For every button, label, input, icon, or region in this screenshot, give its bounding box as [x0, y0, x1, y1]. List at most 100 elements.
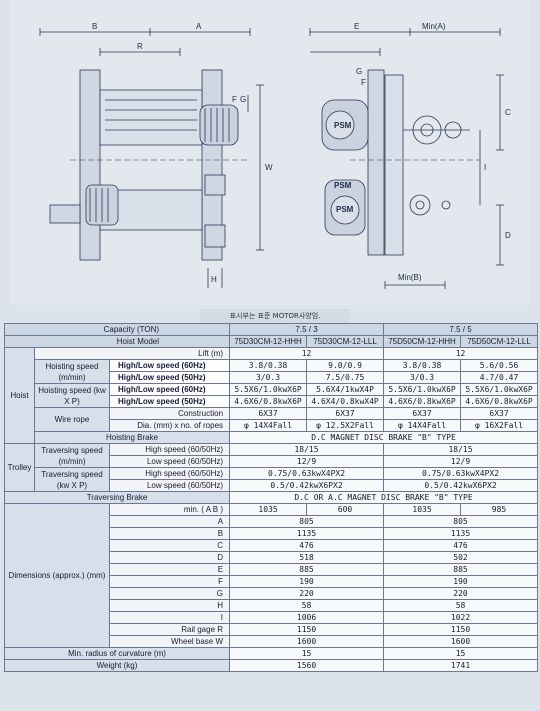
dim-label-d: D [505, 231, 511, 240]
trav-kw-cell: 0.5/0.42kwX6PX2 [383, 479, 539, 492]
capacity-7-5-5: 7.5 / 5 [383, 323, 539, 336]
dia-cell: φ 14X4Fall [383, 419, 462, 432]
motor-label-mid: PSM [334, 181, 352, 190]
standard-motor-caption: 표시부는 표준 MOTOR사양임. [200, 309, 350, 323]
dim-cell: 220 [383, 587, 539, 600]
dia-label: Dia. (mm) x no. of ropes [108, 419, 231, 432]
table-row-model: Hoist Model 75D30CM-12-HHH 75D30CM-12-LL… [3, 335, 539, 348]
dim-cell: 1135 [229, 527, 385, 540]
trav-kw-cell: 0.75/0.63kwX4PX2 [383, 467, 539, 480]
high-low-60hz-label: High/Low speed (60Hz) [108, 359, 231, 372]
dim-label-e: E [354, 22, 359, 31]
high-speed-label: High speed (60/50Hz) [108, 443, 231, 456]
hoisting-kw-label: Hoisting speed (kw X P) [34, 383, 110, 408]
speed-cell: 3.8/0.38 [229, 359, 308, 372]
dim-key: F [108, 575, 231, 588]
construction-label: Construction [108, 407, 231, 420]
table-row-trav-low: Low speed (60/50Hz) 12/9 12/9 [5, 455, 539, 468]
trav-cell: 18/15 [229, 443, 385, 456]
table-row-trav-kw-high: Traversing speed (kw X P) High speed (60… [5, 467, 539, 492]
dim-label-c: C [505, 108, 511, 117]
dim-label-min-a: Min(A) [422, 22, 446, 31]
table-row-lift: Hoist Lift (m) 12 12 [4, 347, 539, 444]
construction-cell: 6X37 [229, 407, 308, 420]
table-row-dim-min: Dimensions (approx.) (mm) min. ( A B ) 1… [4, 503, 539, 648]
dim-key: D [108, 551, 231, 564]
trav-kw-cell: 0.75/0.63kwX4PX2 [229, 467, 385, 480]
model-cell: 75D30CM-12-HHH [229, 335, 308, 348]
dim-cell: 190 [383, 575, 539, 588]
kw-cell: 5.5X6/1.0kwX6P [383, 383, 462, 396]
dim-key: min. ( A B ) [108, 503, 231, 516]
construction-cell: 6X37 [306, 407, 385, 420]
table-row-hoisting-brake: Hoisting Brake D.C MAGNET DISC BRAKE "B"… [5, 431, 539, 444]
dim-key: G [108, 587, 231, 600]
hoist-technical-drawing: B A R F G W H E Min(A) G F C I D Min(B) … [10, 0, 530, 305]
weight-label: Weight (kg) [3, 659, 231, 672]
dim-cell: 805 [229, 515, 385, 528]
dim-cell: 1035 [229, 503, 308, 516]
model-cell: 75D30CM-12-LLL [306, 335, 385, 348]
dim-cell: 1600 [383, 635, 539, 648]
dim-key: B [108, 527, 231, 540]
dim-cell: 476 [383, 539, 539, 552]
kw-cell: 5.5X6/1.0kwX6P [460, 383, 539, 396]
trav-kw-cell: 0.5/0.42kwX6PX2 [229, 479, 385, 492]
trav-cell: 18/15 [383, 443, 539, 456]
hoist-group-label: Hoist [4, 347, 35, 444]
speed-cell: 9.0/0.9 [306, 359, 385, 372]
speed-cell: 5.6/0.56 [460, 359, 539, 372]
trolley-group-label: Trolley [4, 443, 35, 492]
construction-cell: 6X37 [383, 407, 462, 420]
dim-label-w: W [265, 163, 273, 172]
dim-label-r: R [137, 42, 143, 51]
dim-label-min-b: Min(B) [398, 273, 422, 282]
dim-label-g-right: G [356, 67, 362, 76]
traversing-speed-label: Traversing speed (m/min) [34, 443, 110, 468]
dim-key: A [108, 515, 231, 528]
dim-cell: 518 [229, 551, 385, 564]
dim-key: Rail gage R [108, 623, 231, 636]
dim-cell: 1135 [383, 527, 539, 540]
spec-table: Capacity (TON) 7.5 / 3 7.5 / 5 Hoist Mod… [3, 323, 539, 672]
high-low-50hz-label: High/Low speed (50Hz) [108, 395, 231, 408]
lift-label: Lift (m) [33, 347, 231, 360]
kw-cell: 5.5X6/1.0kwX6P [229, 383, 308, 396]
trav-cell: 12/9 [383, 455, 539, 468]
dim-cell: 885 [383, 563, 539, 576]
min-radius-cell: 15 [229, 647, 385, 660]
hoist-model-label: Hoist Model [3, 335, 231, 348]
high-low-50hz-label: High/Low speed (50Hz) [108, 371, 231, 384]
dim-label-f-right: F [361, 78, 366, 87]
dim-key: H [108, 599, 231, 612]
motor-label-lower: PSM [336, 205, 354, 214]
hoisting-brake-value: D.C MAGNET DISC BRAKE "B" TYPE [229, 431, 539, 444]
lift-value: 12 [229, 347, 385, 360]
motor-label-upper: PSM [334, 121, 352, 130]
dim-cell: 1022 [383, 611, 539, 624]
dia-cell: φ 14X4Fall [229, 419, 308, 432]
capacity-7-5-3: 7.5 / 3 [229, 323, 385, 336]
hoisting-brake-label: Hoisting Brake [33, 431, 231, 444]
table-row-kw60: Hoisting speed (kw X P) High/Low speed (… [5, 383, 539, 408]
hoisting-speed-label: Hoisting speed (m/min) [34, 359, 110, 384]
high-low-60hz-label: High/Low speed (60Hz) [108, 383, 231, 396]
dim-label-f: F [232, 95, 237, 104]
dim-cell: 58 [383, 599, 539, 612]
min-radius-label: Min. radius of curvature (m) [3, 647, 231, 660]
speed-cell: 3/0.3 [229, 371, 308, 384]
dimensions-label: Dimensions (approx.) (mm) [4, 503, 110, 648]
dim-label-g-left: G [240, 95, 246, 104]
dim-cell: 1150 [229, 623, 385, 636]
dia-cell: φ 12.5X2Fall [306, 419, 385, 432]
dim-cell: 1600 [229, 635, 385, 648]
